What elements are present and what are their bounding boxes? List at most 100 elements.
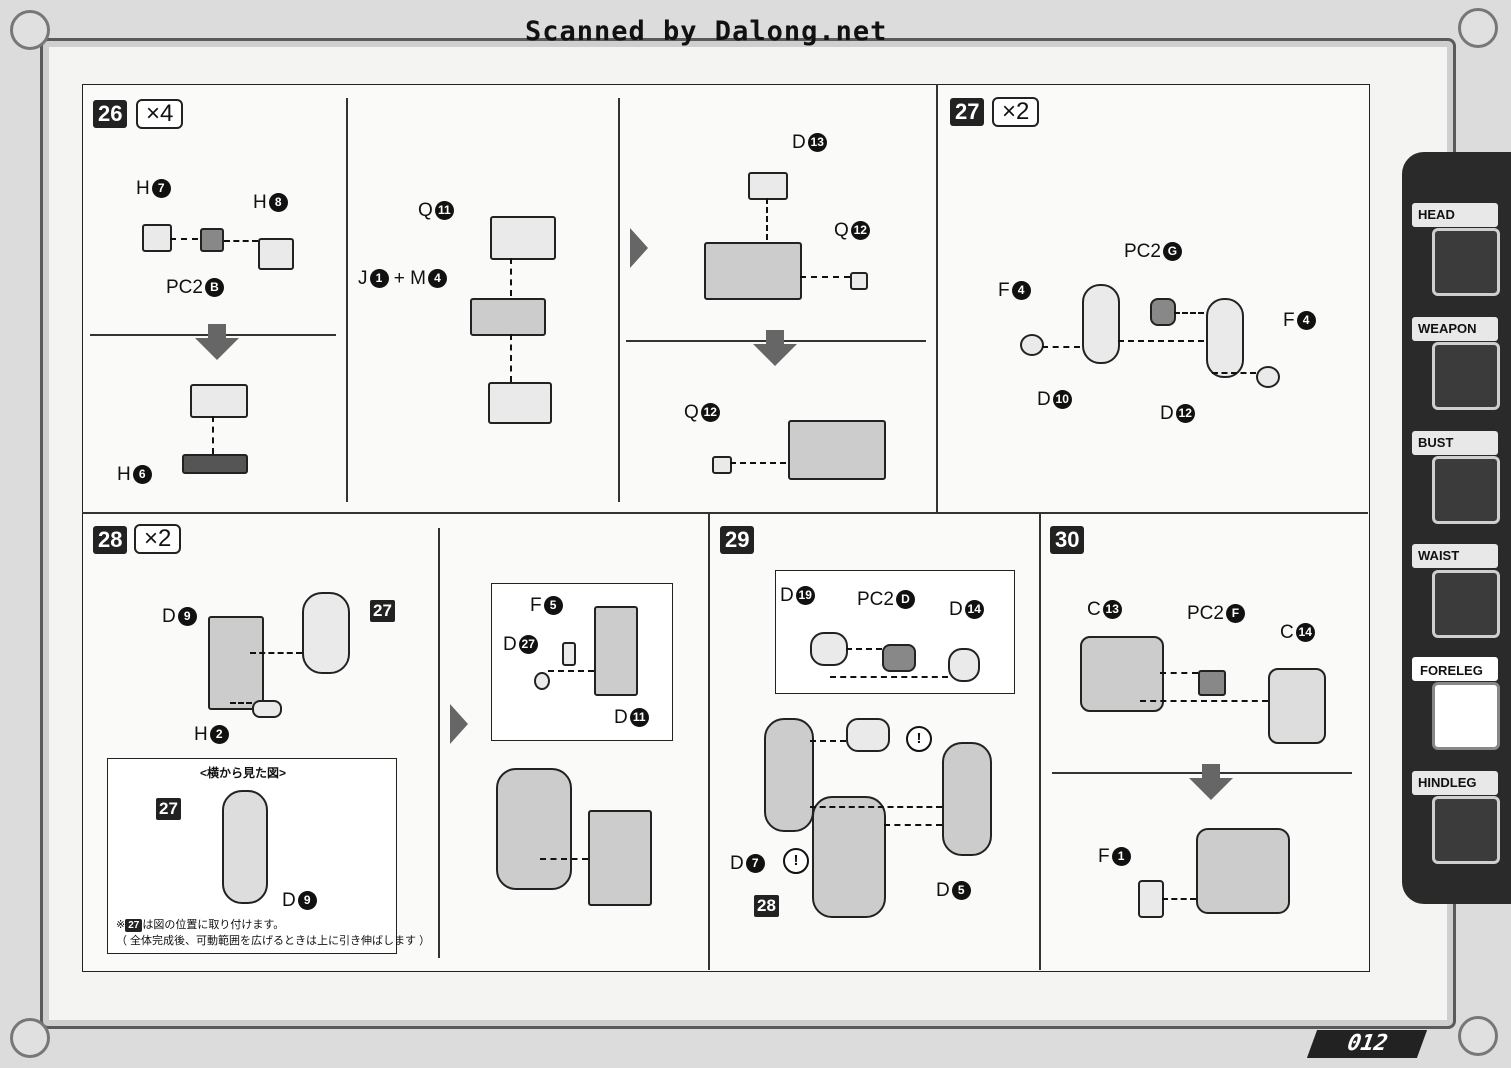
assembly-line [548,670,594,672]
hindleg-icon[interactable] [1432,796,1500,864]
assembly-line [540,858,588,860]
part-joint-assembled [846,718,890,752]
corner-emblem-icon [1458,1016,1498,1056]
part-f4 [1020,334,1044,356]
step-number: 30 [1050,526,1085,554]
part-27-side [222,790,268,904]
part-h8 [258,238,294,270]
caution-label: ! [906,726,932,752]
sub-divider [618,98,620,502]
step-number: 26 [93,100,128,128]
assembly-line [730,462,786,464]
part-d11 [594,606,638,696]
assembly-line [224,240,258,242]
waist-icon[interactable] [1432,570,1500,638]
step-number: 29 [720,526,755,554]
assembly-line [810,806,942,808]
part-pc2f [1198,670,1226,696]
tab-bust[interactable]: BUST [1412,431,1498,455]
part-claw-assembly [788,420,886,480]
tab-hindleg[interactable]: HINDLEG [1412,771,1498,795]
part-d9-assembled [588,810,652,906]
part-label: 27 [370,600,395,622]
part-q11 [490,216,556,260]
corner-emblem-icon [10,1018,50,1058]
assembly-line [1212,372,1256,374]
part-pc2d [882,644,916,672]
assembly-line [170,238,198,240]
part-d27 [534,672,550,690]
part-27-assembled [496,768,572,890]
part-d13 [748,172,788,200]
multiplier-badge: ×2 [134,524,182,554]
tab-weapon[interactable]: WEAPON [1412,317,1498,341]
next-arrow-icon [1189,778,1233,800]
part-h2 [252,700,282,718]
caution-icon: ! [783,848,809,874]
next-arrow-icon [766,330,784,344]
sub-divider [438,528,440,958]
part-d9 [208,616,264,710]
assembly-line [800,276,850,278]
assembly-line [830,676,948,678]
page-number: 012 [1306,1030,1428,1058]
tab-head[interactable]: HEAD [1412,203,1498,227]
watermark: Scanned by Dalong.net [525,16,888,47]
next-arrow-icon [630,228,648,268]
assembly-note: （ 全体完成後、可動範囲を広げるときは上に引き伸ばします ） [116,935,431,947]
assembly-line [766,198,768,240]
assembly-line [846,648,882,650]
multiplier-badge: ×2 [992,97,1040,127]
part-d12 [1206,298,1244,378]
head-icon[interactable] [1432,228,1500,296]
tab-waist[interactable]: WAIST [1412,544,1498,568]
part-f4 [1256,366,1280,388]
part-c13 [1080,636,1164,712]
sub-divider [346,98,348,502]
part-f1 [1138,880,1164,918]
tab-foreleg[interactable]: FORELEG [1412,657,1498,681]
bust-icon[interactable] [1432,456,1500,524]
row-divider [82,512,1368,514]
assembly-line [212,416,214,454]
assembly-line [510,258,512,296]
assembly-line [1042,346,1080,348]
col-divider [1039,512,1041,970]
caution-icon: ! [906,726,932,752]
part-label: 27 [156,798,181,820]
next-arrow-icon [208,324,226,338]
foreleg-icon[interactable] [1432,682,1500,750]
part-pc2g [1150,298,1176,326]
corner-emblem-icon [1458,8,1498,48]
assembly-line [230,702,252,704]
assembly-line [1160,672,1198,674]
assembly-line [1174,312,1204,314]
next-arrow-icon [195,338,239,360]
weapon-icon[interactable] [1432,342,1500,410]
part-claw-assembly [704,242,802,300]
